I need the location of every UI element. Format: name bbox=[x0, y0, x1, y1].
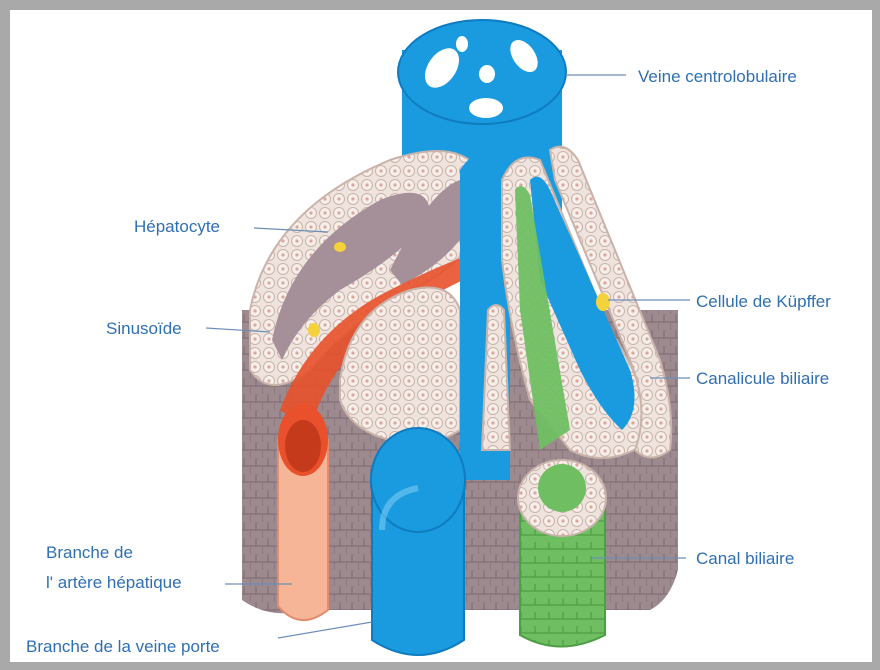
label-branche-veine-porte: Branche de la veine porte bbox=[26, 636, 220, 658]
kupffer-cell-marker bbox=[596, 293, 610, 311]
label-canal-biliaire: Canal biliaire bbox=[696, 548, 794, 570]
diagram-frame: Veine centrolobulaire Hépatocyte Cellule… bbox=[10, 10, 872, 662]
label-canalicule-biliaire: Canalicule biliaire bbox=[696, 368, 829, 390]
label-branche-artere-line1: Branche de bbox=[46, 542, 133, 564]
label-cellule-kupffer: Cellule de Küpffer bbox=[696, 291, 831, 313]
label-sinusoide: Sinusoïde bbox=[106, 318, 182, 340]
label-hepatocyte: Hépatocyte bbox=[134, 216, 220, 238]
label-branche-artere-line2: l' artère hépatique bbox=[46, 572, 182, 594]
label-veine-centrolobulaire: Veine centrolobulaire bbox=[638, 66, 797, 88]
